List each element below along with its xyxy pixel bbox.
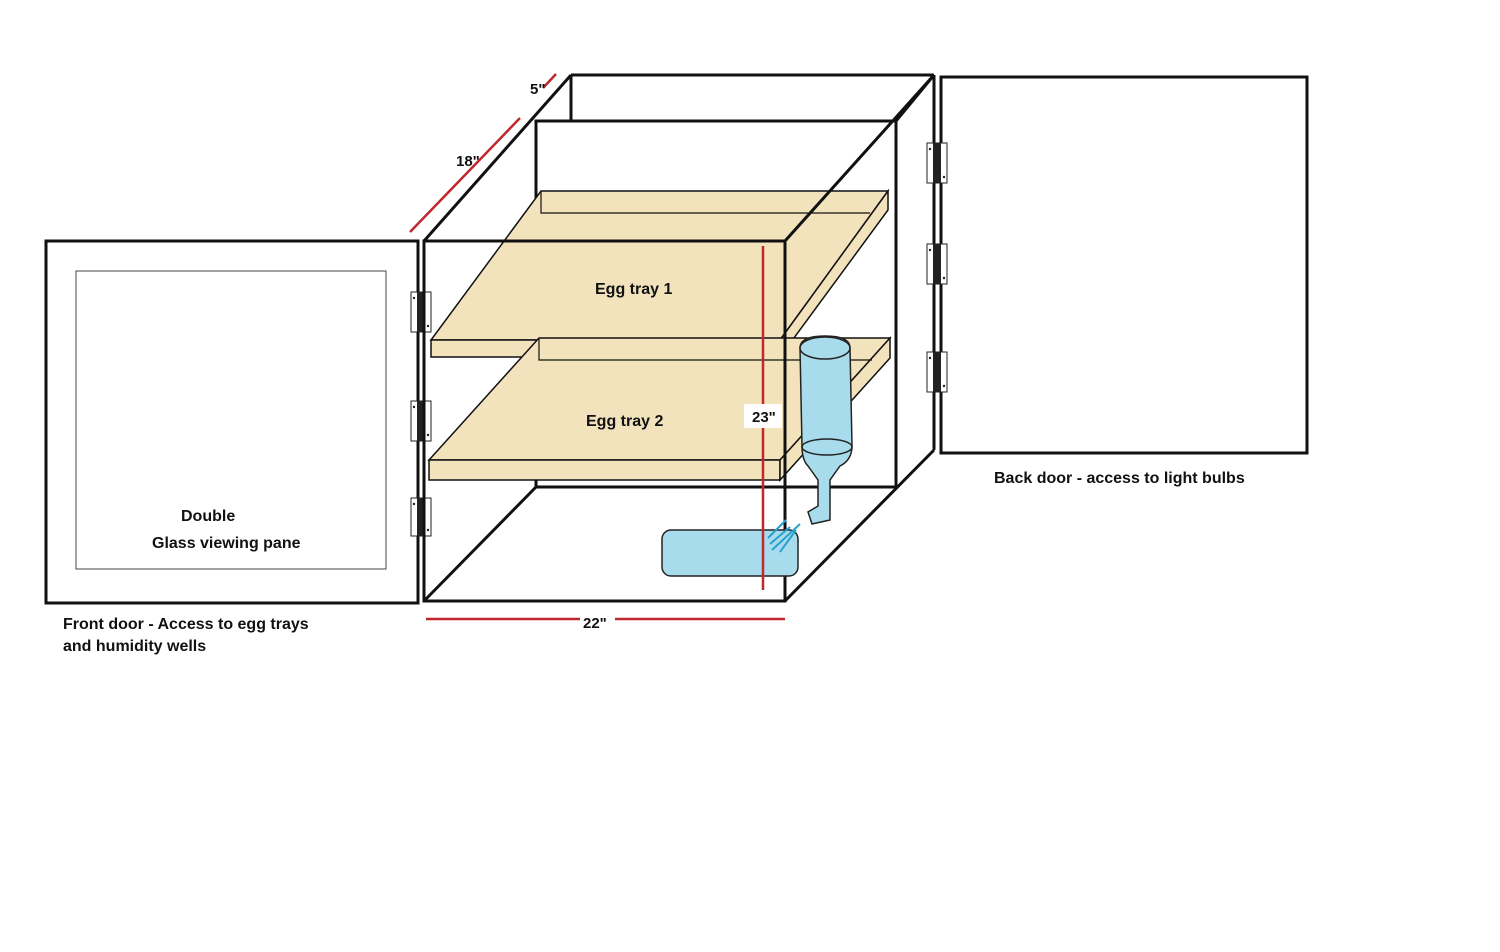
front-door-hinges — [410, 291, 432, 537]
front-door — [44, 239, 420, 605]
height-label-bg — [744, 404, 782, 428]
back-door-hinges — [926, 142, 948, 393]
cabinet-front-frame — [422, 73, 936, 603]
hinge-icon — [926, 142, 948, 184]
back-door-label: Back door - access to light bulbs — [994, 470, 1245, 487]
egg-tray-1-label: Egg tray 1 — [595, 281, 672, 298]
egg-tray-2-label: Egg tray 2 — [586, 413, 663, 430]
glass-viewing-pane — [75, 270, 387, 570]
hinge-icon — [410, 497, 432, 537]
front-door-label-line1: Front door - Access to egg trays — [63, 616, 309, 633]
depth-small-label: 5" — [530, 81, 545, 98]
depth-dimension-line — [409, 117, 521, 233]
back-door-frame — [939, 75, 1309, 455]
pane-label-line1: Double — [181, 508, 235, 525]
back-door — [939, 75, 1309, 455]
depth-label: 18" — [456, 153, 480, 170]
hinge-icon — [926, 351, 948, 393]
pane-label-line2: Glass viewing pane — [152, 535, 301, 552]
dimension-lines — [409, 73, 785, 621]
front-door-label-line2: and humidity wells — [63, 638, 206, 655]
width-label: 22" — [583, 615, 607, 632]
egg-tray-1 — [429, 188, 890, 360]
water-drip-icon — [767, 519, 801, 553]
hinge-icon — [410, 291, 432, 333]
depth-small-dimension-line — [542, 73, 557, 89]
hinge-icon — [410, 400, 432, 442]
hinge-icon — [926, 243, 948, 285]
height-label: 23" — [752, 409, 776, 426]
water-bottle — [799, 335, 853, 525]
